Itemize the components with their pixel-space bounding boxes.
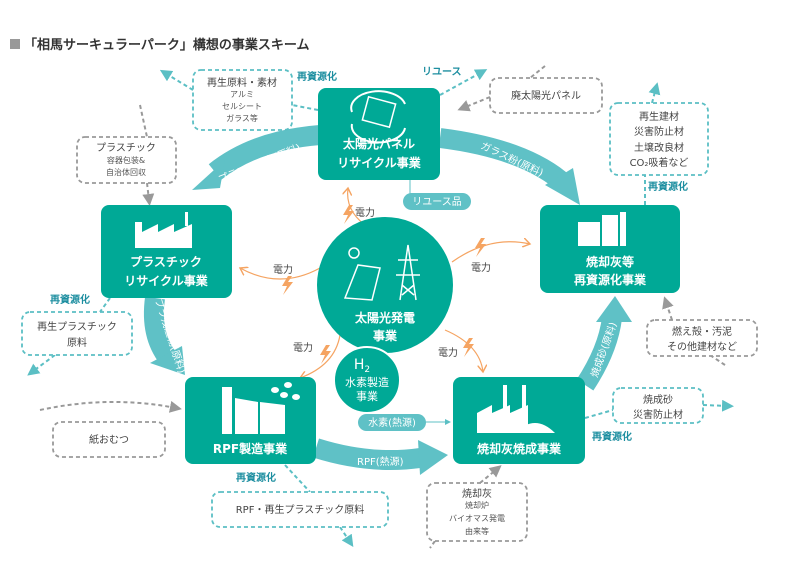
business-label: 再資源化事業 xyxy=(574,272,647,287)
factory-pellets-icon xyxy=(222,382,300,434)
hydrogen-business[interactable]: H2 水素製造 事業 xyxy=(333,346,401,414)
box-item: 容器包装& xyxy=(107,155,145,165)
box-item: 原料 xyxy=(67,336,87,349)
box-item: その他建材など xyxy=(667,340,737,353)
box-item: 再生建材 xyxy=(639,110,679,123)
power-label: 電力 xyxy=(273,263,293,276)
box-item: 災害防止材 xyxy=(634,125,684,138)
business-label: プラスチック xyxy=(130,254,202,269)
recycled-materials-box xyxy=(192,69,293,131)
rpf-output-title: RPF・再生プラスチック原料 xyxy=(236,503,365,516)
hydrogen-heat-pill xyxy=(358,414,426,431)
box-item: 災害防止材 xyxy=(633,408,683,421)
plastic-input-box xyxy=(76,136,177,184)
business-label: 焼却灰等 xyxy=(586,254,634,269)
recycle-label: 再資源化 xyxy=(236,471,276,484)
rpf-business[interactable]: RPF製造事業 xyxy=(185,377,316,464)
box-item: 由来等 xyxy=(465,526,489,536)
kiln-factory-icon xyxy=(477,385,555,433)
box-item: バイオマス発電 xyxy=(449,514,505,523)
business-label: リサイクル事業 xyxy=(337,155,421,170)
waste-panel-box xyxy=(489,77,603,114)
hydrogen-heat-label: 水素(熱源) xyxy=(368,416,416,429)
box-item: セルシート xyxy=(222,102,262,111)
box-item: ガラス等 xyxy=(226,113,258,123)
fired-sand-output-box xyxy=(612,387,704,424)
recycle-connectors xyxy=(27,69,734,547)
flow-ash-firing-to-ash-recycling xyxy=(576,296,632,391)
box-item: 燃え殻・汚泥 xyxy=(672,325,732,338)
business-label: 太陽光発電 xyxy=(355,310,415,325)
flow-solar-to-plastic xyxy=(192,125,321,190)
flow-solar-to-ash-recycling xyxy=(438,128,580,205)
business-label: 焼却灰焼成事業 xyxy=(477,441,562,456)
power-label: 電力 xyxy=(355,206,375,219)
solar-recycling-business[interactable]: 太陽光パネル リサイクル事業 xyxy=(318,88,440,180)
rpf-output-box xyxy=(211,491,389,528)
power-label: 電力 xyxy=(471,261,491,274)
flow-rpf-to-ash-firing xyxy=(312,438,448,475)
page-title: 「相馬サーキュラーパーク」構想の事業スキーム xyxy=(24,37,309,53)
power-label: 電力 xyxy=(438,346,458,359)
solar-pylon-icon xyxy=(343,244,420,301)
building-materials-box xyxy=(609,102,709,176)
reuse-goods-label: リユース品 xyxy=(412,196,462,208)
incineration-ash-box xyxy=(426,482,528,542)
business-label: リサイクル事業 xyxy=(124,273,208,288)
lightning-icons xyxy=(282,205,486,364)
factory-icon xyxy=(135,212,192,248)
box-item: 土壌改良材 xyxy=(634,141,684,154)
business-label: 水素製造 xyxy=(345,375,389,389)
business-label: 事業 xyxy=(373,328,398,343)
box-item: 焼却炉 xyxy=(465,500,489,510)
waste-panel-title: 廃太陽光パネル xyxy=(511,89,581,102)
flow-plastic-to-rpf xyxy=(143,296,185,375)
diapers-title: 紙おむつ xyxy=(89,433,129,446)
plant-icon xyxy=(578,212,626,246)
reuse-goods-pill xyxy=(403,193,471,210)
plastic-recycling-business[interactable]: プラスチック リサイクル事業 xyxy=(101,205,232,298)
business-label: 太陽光パネル xyxy=(343,136,415,151)
h2-formula: H2 xyxy=(354,357,370,375)
reuse-label: リユース xyxy=(422,66,462,78)
business-label: 事業 xyxy=(356,390,378,403)
business-label: RPF製造事業 xyxy=(213,441,288,456)
incineration-ash-title: 焼却灰 xyxy=(462,487,492,500)
flow-label-rpf-heat: RPF(熱源) xyxy=(357,455,404,468)
box-item: 自治体回収 xyxy=(106,167,146,177)
ash-recycling-business[interactable]: 焼却灰等 再資源化事業 xyxy=(540,205,680,293)
solar-power-business[interactable]: 太陽光発電 事業 xyxy=(317,217,453,353)
cinders-box xyxy=(646,319,758,357)
recycle-label: 再資源化 xyxy=(592,430,632,443)
diapers-box xyxy=(52,421,166,458)
recycled-plastic-box xyxy=(21,311,133,356)
recycled-materials-title: 再生原料・素材 xyxy=(207,76,277,89)
power-label: 電力 xyxy=(293,341,313,354)
input-connectors xyxy=(39,65,726,549)
ash-firing-business[interactable]: 焼却灰焼成事業 xyxy=(453,377,585,464)
box-item: 焼成砂 xyxy=(643,393,673,406)
box-item: CO₂吸着など xyxy=(630,156,689,169)
recycle-label: 再資源化 xyxy=(648,180,688,193)
box-item: 再生プラスチック xyxy=(37,320,117,333)
box-item: アルミ xyxy=(230,90,254,99)
recycle-label: 再資源化 xyxy=(297,70,337,83)
solar-panel-recycle-icon xyxy=(350,90,406,144)
recycle-label: 再資源化 xyxy=(50,293,90,306)
title-square-icon xyxy=(10,39,20,49)
plastic-input-title: プラスチック xyxy=(96,142,156,154)
